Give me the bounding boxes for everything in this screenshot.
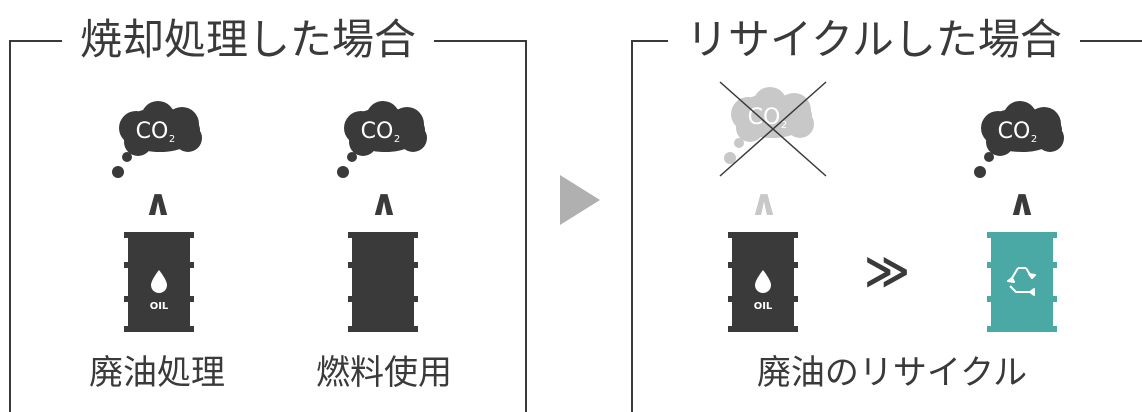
oil-drum-icon: OIL — [728, 232, 798, 332]
oil-drum-icon: OIL — [124, 232, 194, 332]
much-greater-than-symbol: ≫ — [863, 246, 911, 297]
co2-subscript: 2 — [394, 134, 400, 145]
co2-text: CO — [361, 119, 394, 144]
less-than-symbol: ∧ — [369, 183, 399, 224]
cross-out-icon — [719, 81, 827, 177]
co2-text: CO — [136, 119, 169, 144]
right-panel-title: リサイクルした場合 — [668, 0, 1080, 80]
plain-drum-icon — [348, 232, 418, 332]
left-panel-title: 焼却処理した場合 — [62, 0, 435, 80]
play-arrow-icon — [560, 175, 600, 225]
co2-subscript: 2 — [169, 134, 175, 145]
oil-text: OIL — [754, 301, 773, 312]
co2-subscript: 2 — [781, 120, 787, 131]
co2-cloud-icon: CO 2 — [724, 87, 814, 164]
label-waste-oil-processing: 廃油処理 — [89, 353, 225, 393]
co2-cloud-icon: CO 2 — [337, 101, 427, 178]
co2-cloud-icon: CO 2 — [112, 101, 202, 178]
less-than-symbol: ∧ — [749, 183, 779, 224]
oil-text: OIL — [150, 301, 169, 312]
recycle-drum-icon — [987, 232, 1057, 332]
co2-subscript: 2 — [1031, 134, 1037, 145]
co2-cloud-icon: CO 2 — [974, 101, 1064, 178]
label-waste-oil-recycling: 廃油のリサイクル — [756, 353, 1028, 393]
less-than-symbol: ∧ — [143, 183, 173, 224]
co2-text: CO — [998, 119, 1031, 144]
label-fuel-use: 燃料使用 — [316, 353, 452, 393]
less-than-symbol: ∧ — [1007, 183, 1037, 224]
co2-text: CO — [748, 105, 781, 130]
